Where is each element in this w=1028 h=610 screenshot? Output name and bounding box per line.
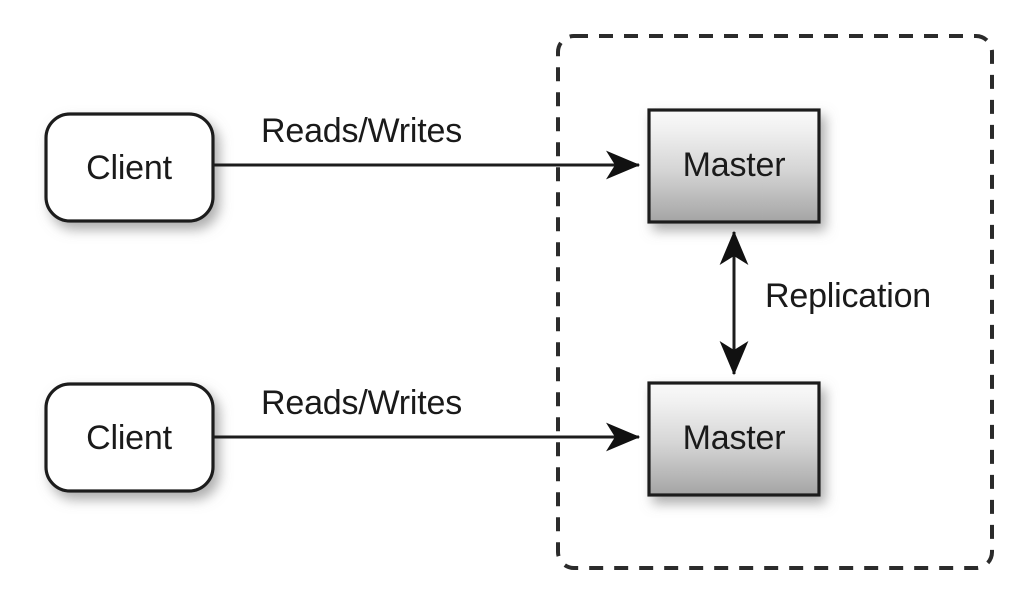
edge-master-replication: Replication: [719, 230, 931, 376]
edge-client-bottom-master-bottom-label: Reads/Writes: [261, 384, 462, 422]
edge-client-top-master-top: Reads/Writes: [213, 112, 641, 180]
edge-client-top-master-top-label: Reads/Writes: [261, 112, 462, 150]
edge-master-replication-label: Replication: [765, 277, 931, 315]
client-top-shape: [44, 112, 215, 223]
node-master-bottom[interactable]: Master: [647, 381, 821, 497]
edge-client-bottom-master-bottom: Reads/Writes: [213, 384, 641, 452]
master-cluster-group: [556, 34, 994, 570]
master-bottom-shape: [647, 381, 821, 497]
node-client-bottom[interactable]: Client: [44, 382, 215, 493]
master-top-shape: [647, 108, 821, 224]
node-master-top[interactable]: Master: [647, 108, 821, 224]
client-top-label: Client: [86, 149, 172, 187]
master-bottom-label: Master: [683, 419, 786, 457]
client-bottom-label: Client: [86, 419, 172, 457]
master-top-label: Master: [683, 146, 786, 184]
node-client-top[interactable]: Client: [44, 112, 215, 223]
